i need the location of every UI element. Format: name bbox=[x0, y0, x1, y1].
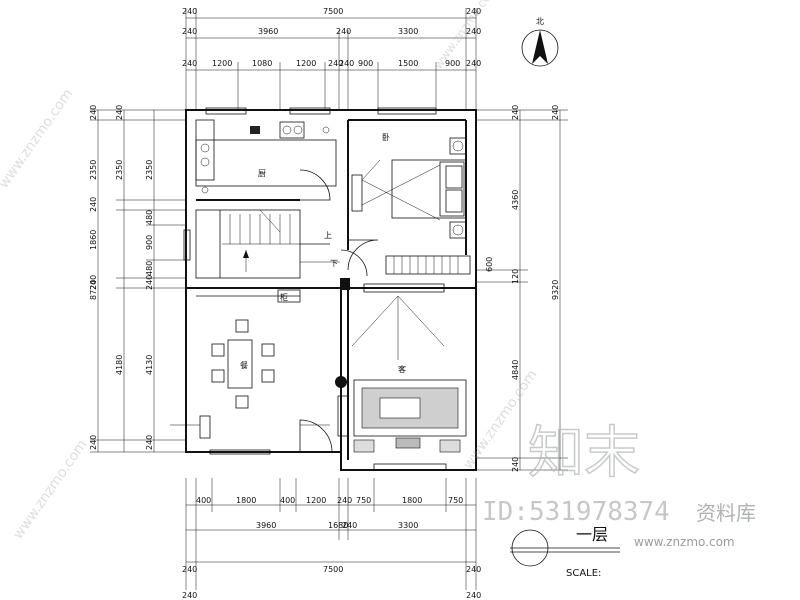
dim-right-mid-2: 4840 bbox=[511, 360, 520, 380]
room-label-bedroom: 卧 bbox=[382, 133, 390, 142]
dim-bot-r3-2b: 240 bbox=[466, 591, 481, 600]
dim-bot-r1-7: 750 bbox=[448, 496, 463, 505]
drawing-title: 一层 bbox=[576, 525, 608, 544]
dim-left-mid-6: 240 bbox=[89, 435, 98, 450]
dim-top-r1-2: 240 bbox=[466, 7, 481, 16]
stair: 上 下 bbox=[222, 209, 340, 272]
dim-bot-r2-3: 3300 bbox=[398, 521, 418, 530]
dim-top-r2-3: 3300 bbox=[398, 27, 418, 36]
stair-down-label: 下 bbox=[330, 259, 338, 268]
room-label-living: 客 bbox=[398, 364, 406, 374]
stair-up-label: 上 bbox=[324, 231, 332, 240]
dim-top-r3-7: 1500 bbox=[398, 59, 418, 68]
dim-right-inner-3: 240 bbox=[551, 105, 560, 120]
dim-right-mid-1: 120 bbox=[511, 269, 520, 284]
dim-left-mid-2: 240 bbox=[89, 197, 98, 212]
dim-right-mid-0: 4360 bbox=[511, 190, 520, 210]
room-label-dining: 餐 bbox=[240, 361, 248, 370]
top-dimension-chains: 240 7500 240 240 3960 240 3300 240 240 1… bbox=[182, 7, 481, 110]
dim-top-r3-6: 900 bbox=[358, 59, 373, 68]
dim-right-inner-2: 240 bbox=[511, 457, 520, 472]
dim-bot-r3-1: 7500 bbox=[323, 565, 343, 574]
dim-bot-r3-0: 240 bbox=[182, 565, 197, 574]
dining-furniture: 柜 餐 bbox=[170, 289, 301, 439]
dim-left-inner-6: 4130 bbox=[145, 355, 154, 375]
north-label: 北 bbox=[536, 17, 544, 26]
watermark-brand: 知末 bbox=[528, 421, 640, 486]
dim-top-r3-4: 240 bbox=[328, 59, 343, 68]
north-arrow: 北 bbox=[521, 17, 559, 67]
dim-left-inner-3: 900 bbox=[145, 235, 154, 250]
watermark-site-cn: 资料库 bbox=[696, 501, 756, 525]
dim-top-r1-1: 7500 bbox=[323, 7, 343, 16]
dim-top-r2-2: 240 bbox=[336, 27, 351, 36]
watermarks: www.znzmo.com www.znzmo.com www.znzmo.co… bbox=[0, 0, 756, 549]
dim-left-inner-1b: 2350 bbox=[145, 160, 154, 180]
dim-top-r2-0: 240 bbox=[182, 27, 197, 36]
right-dimension-chains: 240 4360 600 120 4840 240 240 9320 bbox=[476, 105, 568, 472]
dim-right-inner-1: 600 bbox=[485, 257, 494, 272]
dim-bot-r2-1: 1680 bbox=[328, 521, 348, 530]
windows bbox=[183, 107, 447, 471]
dim-left-inner-2: 480 bbox=[145, 210, 154, 225]
kitchen-furniture: 厨 bbox=[195, 119, 337, 194]
title-block: 一层 SCALE: bbox=[510, 525, 620, 579]
dim-left-inner-7: 240 bbox=[145, 435, 154, 450]
living-furniture: 客 bbox=[300, 278, 467, 453]
dim-left-mid-5: 4180 bbox=[115, 355, 124, 375]
dim-top-r2-1: 3960 bbox=[258, 27, 278, 36]
watermark-id: ID:531978374 bbox=[482, 497, 670, 527]
dim-bot-r1-0: 400 bbox=[196, 496, 211, 505]
left-dimension-chains: 240 2350 240 1860 240 8720 4180 240 240 … bbox=[89, 105, 186, 453]
dim-bot-r1-3: 1200 bbox=[306, 496, 326, 505]
dim-right-outer: 9320 bbox=[551, 280, 560, 300]
doors bbox=[299, 169, 379, 453]
dim-left-inner-0: 240 bbox=[115, 105, 124, 120]
dim-left-mid-4: 240 bbox=[89, 275, 98, 290]
dim-bot-r1-1: 1800 bbox=[236, 496, 256, 505]
dim-left-inner-1: 2350 bbox=[115, 160, 124, 180]
dim-left-inner-4: 480 bbox=[145, 261, 154, 276]
watermark-diagonal-bottom: www.znzmo.com bbox=[10, 437, 90, 542]
dim-top-r3-0: 240 bbox=[182, 59, 197, 68]
room-label-kitchen: 厨 bbox=[258, 169, 266, 178]
dim-bot-r2-0: 3960 bbox=[256, 521, 276, 530]
dim-left-mid-1: 2350 bbox=[89, 160, 98, 180]
bedroom-furniture: 卧 bbox=[351, 133, 471, 275]
dim-top-r3-9: 240 bbox=[466, 59, 481, 68]
dim-bot-r3-0b: 240 bbox=[182, 591, 197, 600]
dim-bot-r1-2: 400 bbox=[280, 496, 295, 505]
dim-top-r3-3: 1200 bbox=[296, 59, 316, 68]
dim-bot-r1-5: 750 bbox=[356, 496, 371, 505]
dim-bot-r1-4: 240 bbox=[337, 496, 352, 505]
dim-top-r2-4: 240 bbox=[466, 27, 481, 36]
dim-top-r3-8: 900 bbox=[445, 59, 460, 68]
dim-left-outer: 8720 bbox=[89, 280, 98, 300]
dim-left-mid-0: 240 bbox=[89, 105, 98, 120]
bottom-dimension-chains: 400 1800 400 1200 240 750 1800 750 3960 … bbox=[182, 478, 481, 600]
dim-top-r3-1: 1200 bbox=[212, 59, 232, 68]
dim-bot-r1-6: 1800 bbox=[402, 496, 422, 505]
dim-left-mid-3: 1860 bbox=[89, 230, 98, 250]
watermark-url: www.znzmo.com bbox=[634, 535, 735, 549]
dim-right-inner-0: 240 bbox=[511, 105, 520, 120]
cabinet-label: 柜 bbox=[280, 292, 288, 302]
watermark-diagonal-left: www.znzmo.com bbox=[0, 86, 76, 191]
dim-bot-r3-2: 240 bbox=[466, 565, 481, 574]
dim-bot-r2-2: 240 bbox=[342, 521, 357, 530]
scale-label: SCALE: bbox=[566, 568, 601, 579]
dim-top-r1-0: 240 bbox=[182, 7, 197, 16]
dim-left-inner-5: 240 bbox=[145, 275, 154, 290]
dim-top-r3-5: 240 bbox=[339, 59, 354, 68]
dim-top-r3-2: 1080 bbox=[252, 59, 272, 68]
